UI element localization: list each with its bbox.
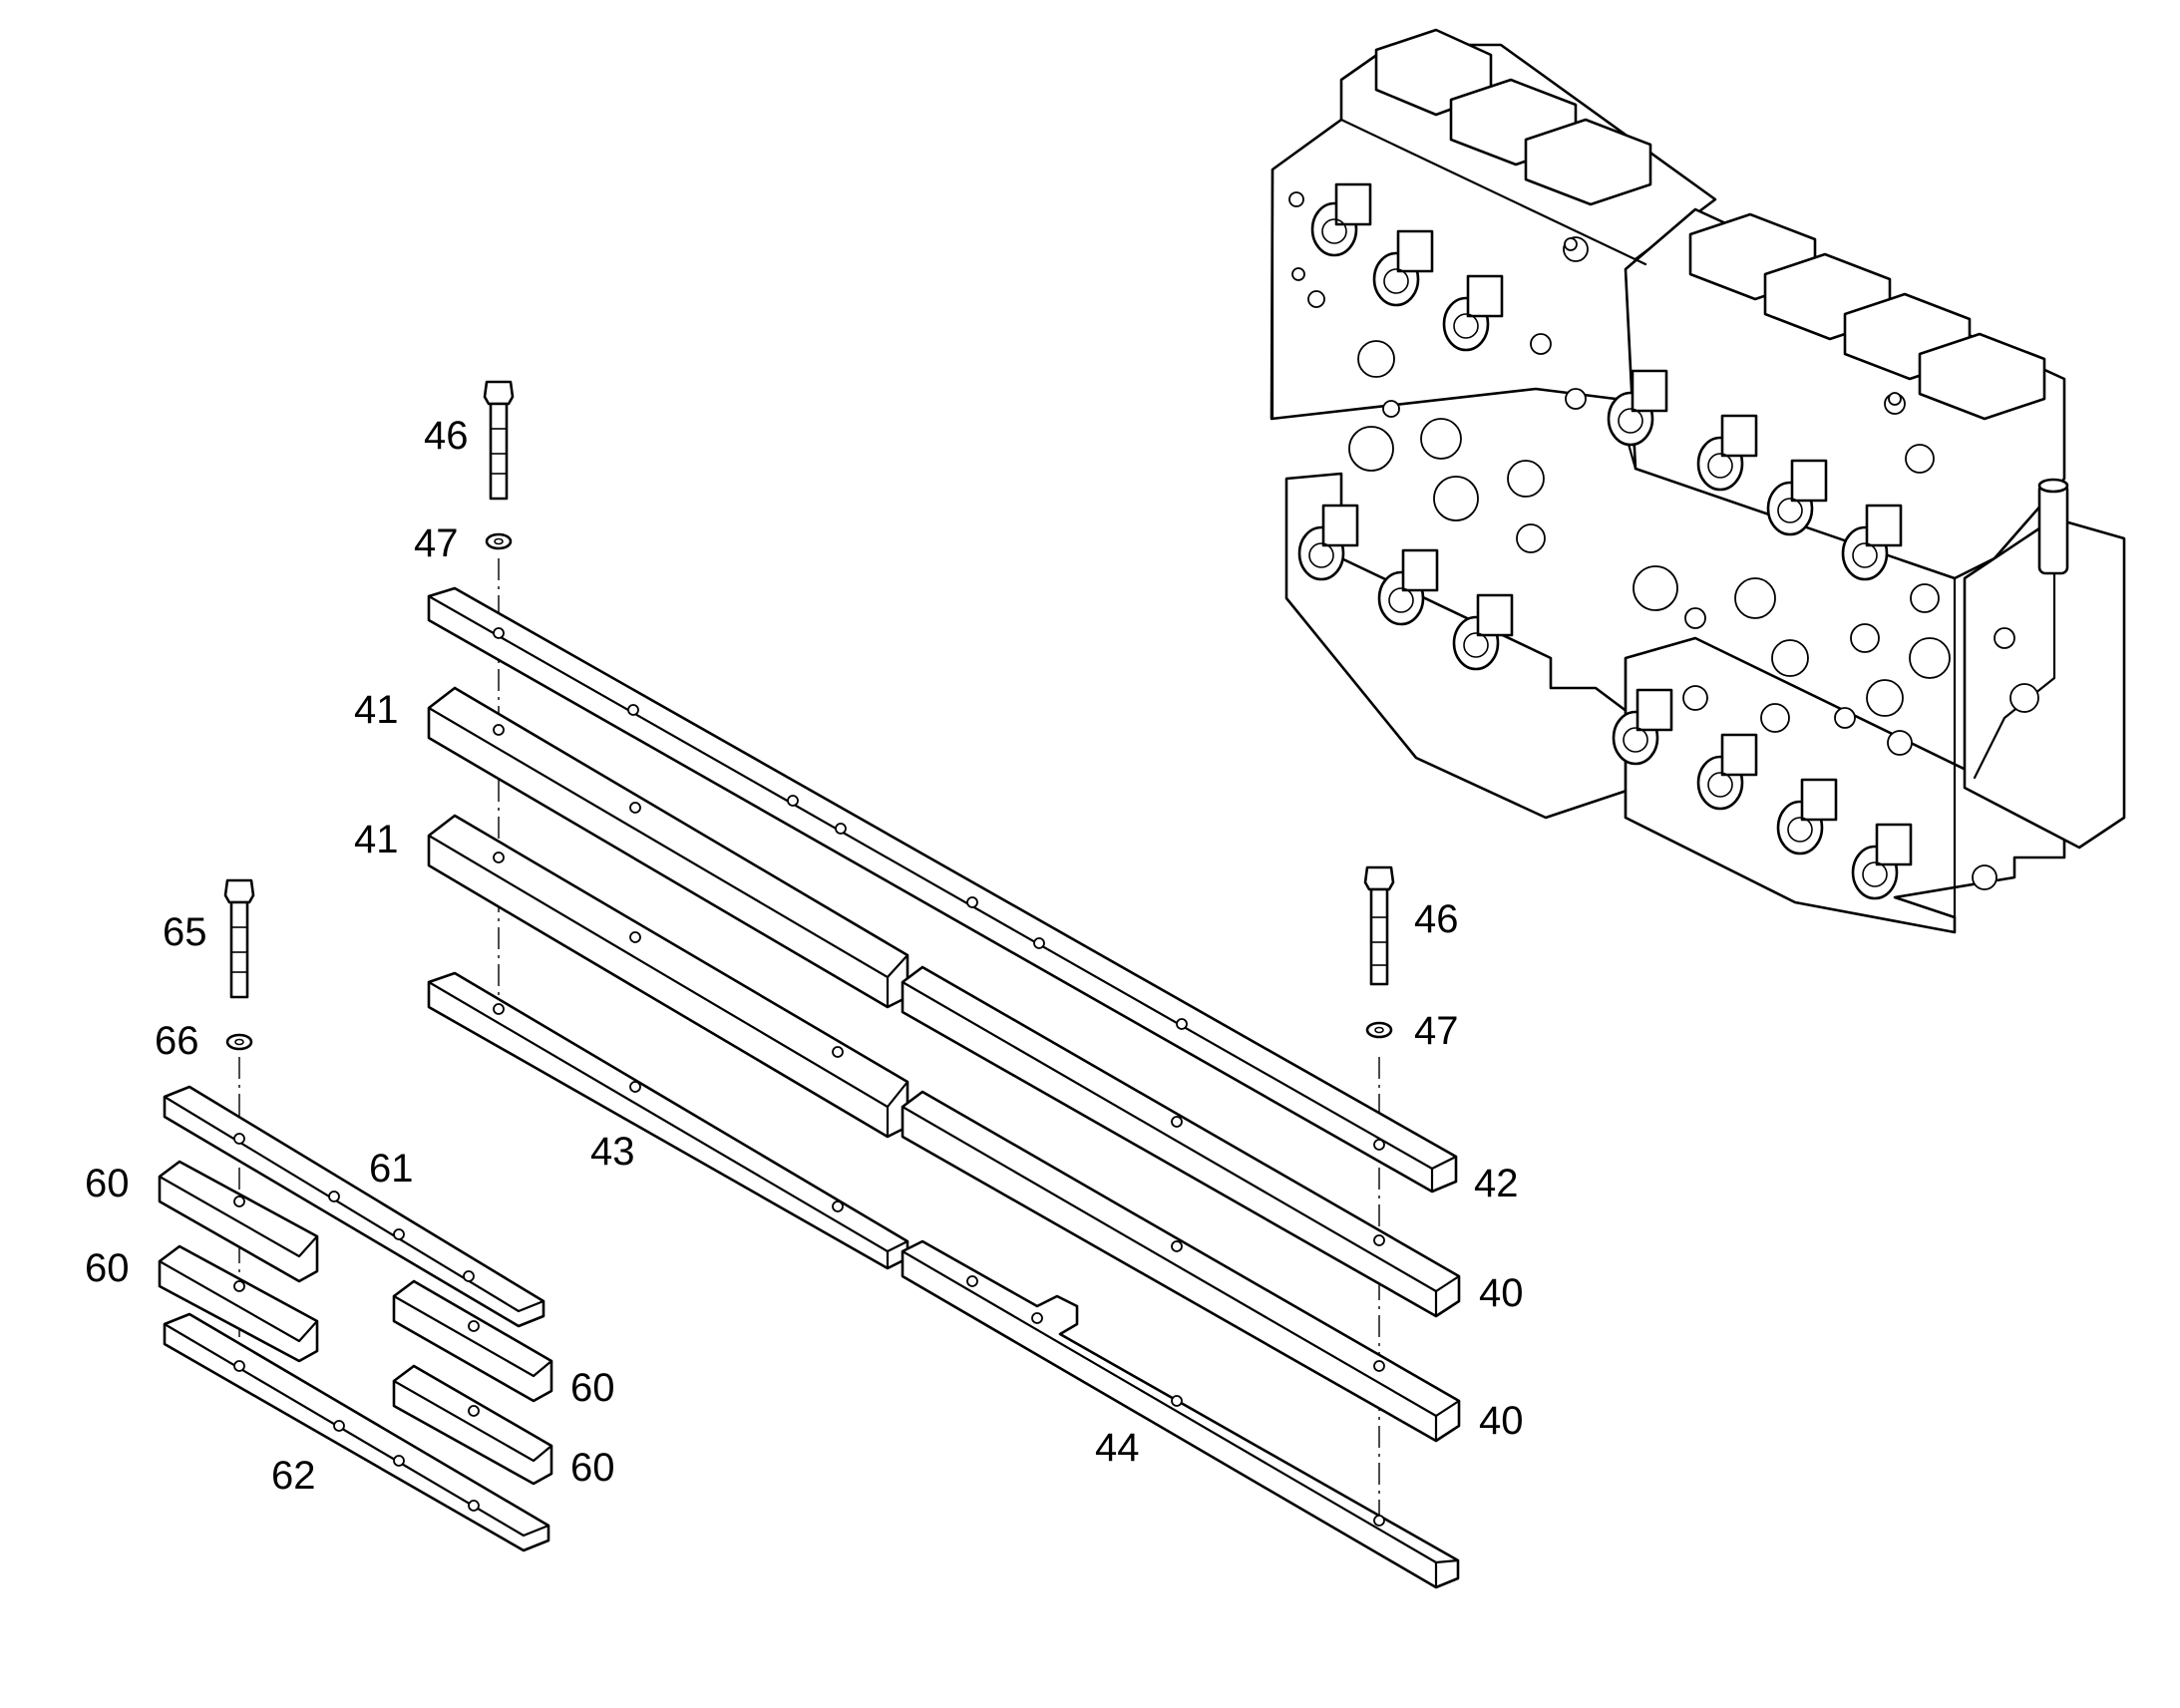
callout-60-c: 60 xyxy=(570,1366,615,1410)
solenoid-valves xyxy=(1297,182,1913,900)
callout-47-left: 47 xyxy=(414,521,459,565)
callout-60-a: 60 xyxy=(85,1162,130,1205)
clamp-half-60-upper-left xyxy=(158,1160,319,1283)
callout-44: 44 xyxy=(1095,1426,1140,1470)
port-holes xyxy=(1288,191,2039,890)
callout-47-right: 47 xyxy=(1414,1009,1459,1053)
callout-60-d: 60 xyxy=(570,1446,615,1490)
clamp-half-60-lower-left xyxy=(158,1244,319,1363)
clamp-bar-62 xyxy=(163,1312,550,1552)
clamp-bar-61 xyxy=(163,1085,545,1328)
valve-block-assembly xyxy=(1270,28,2126,934)
callout-41-upper: 41 xyxy=(354,688,399,732)
callout-43: 43 xyxy=(590,1130,635,1174)
clamp-bar-43 xyxy=(427,971,909,1270)
bolt-65 xyxy=(223,878,255,999)
callout-46-right: 46 xyxy=(1414,897,1459,941)
clamp-bar-42 xyxy=(427,586,1458,1194)
callout-labels: 46 47 41 41 65 66 60 61 60 43 46 47 42 4… xyxy=(85,414,1524,1498)
callout-42: 42 xyxy=(1474,1162,1519,1205)
callout-65: 65 xyxy=(163,910,207,954)
bolt-46-right xyxy=(1363,865,1395,986)
clamp-half-60-lower-right xyxy=(392,1364,553,1486)
callout-61: 61 xyxy=(369,1147,414,1191)
clamp-half-41-lower xyxy=(427,814,909,1139)
washer-47-left xyxy=(485,532,513,550)
clamp-half-60-upper-right xyxy=(392,1279,553,1403)
cover-plates xyxy=(1374,28,2046,421)
callout-40-upper: 40 xyxy=(1479,1271,1524,1315)
callout-66: 66 xyxy=(155,1019,199,1063)
bolt-46-left xyxy=(483,380,515,501)
callout-41-lower: 41 xyxy=(354,818,399,861)
callout-46-left: 46 xyxy=(424,414,469,458)
clamp-half-40-lower xyxy=(901,1090,1461,1443)
callout-60-b: 60 xyxy=(85,1246,130,1290)
callout-62: 62 xyxy=(271,1454,316,1498)
clamp-half-40-upper xyxy=(901,965,1461,1318)
washer-47-right xyxy=(1365,1021,1393,1039)
callout-40-lower: 40 xyxy=(1479,1399,1524,1443)
clamp-bar-44 xyxy=(901,1239,1460,1589)
washer-66 xyxy=(225,1033,253,1051)
